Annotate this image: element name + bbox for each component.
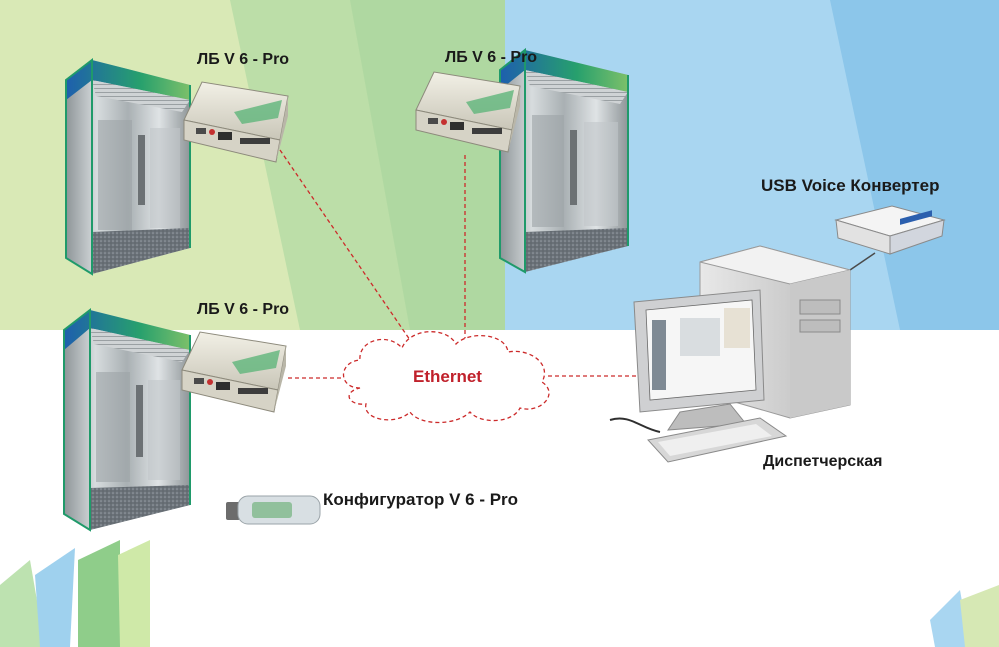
usb-converter-label: USB Voice Конвертер bbox=[761, 176, 940, 195]
corner-deco-left-1 bbox=[0, 560, 45, 647]
cloud-icon bbox=[343, 331, 550, 424]
controller-label-bottom-left: ЛБ V 6 - Pro bbox=[197, 301, 290, 318]
elevator-cabin-icon bbox=[499, 47, 629, 274]
elevator-cabin-icon bbox=[65, 57, 191, 276]
controller-label-top-left: ЛБ V 6 - Pro bbox=[197, 51, 290, 68]
usb-converter-icon bbox=[834, 205, 946, 255]
configurator-label: Конфигуратор V 6 - Pro bbox=[323, 490, 519, 509]
elevator-cabin-icon bbox=[63, 307, 191, 532]
controller-box-icon bbox=[181, 331, 287, 413]
usb-stick-icon bbox=[226, 495, 321, 525]
monitor-icon bbox=[633, 289, 765, 431]
controller-box-icon bbox=[183, 81, 289, 163]
corner-deco-right-2 bbox=[960, 585, 999, 647]
keyboard-icon bbox=[609, 417, 788, 463]
usb-cable bbox=[849, 252, 876, 271]
controller-label-top-right: ЛБ V 6 - Pro bbox=[445, 49, 538, 66]
link-controller-1 bbox=[279, 149, 411, 341]
controller-box-icon bbox=[415, 71, 521, 153]
bg-blue-stripe bbox=[830, 0, 999, 330]
ethernet-links bbox=[279, 149, 640, 379]
computer-icon bbox=[609, 245, 851, 463]
corner-deco-left-3 bbox=[78, 540, 120, 647]
ethernet-label: Ethernet bbox=[413, 367, 482, 386]
corner-deco-left-2 bbox=[35, 548, 75, 647]
corner-deco-right-1 bbox=[930, 590, 970, 647]
dispatch-label: Диспетчерская bbox=[763, 453, 883, 470]
corner-deco-left-4 bbox=[118, 540, 150, 647]
